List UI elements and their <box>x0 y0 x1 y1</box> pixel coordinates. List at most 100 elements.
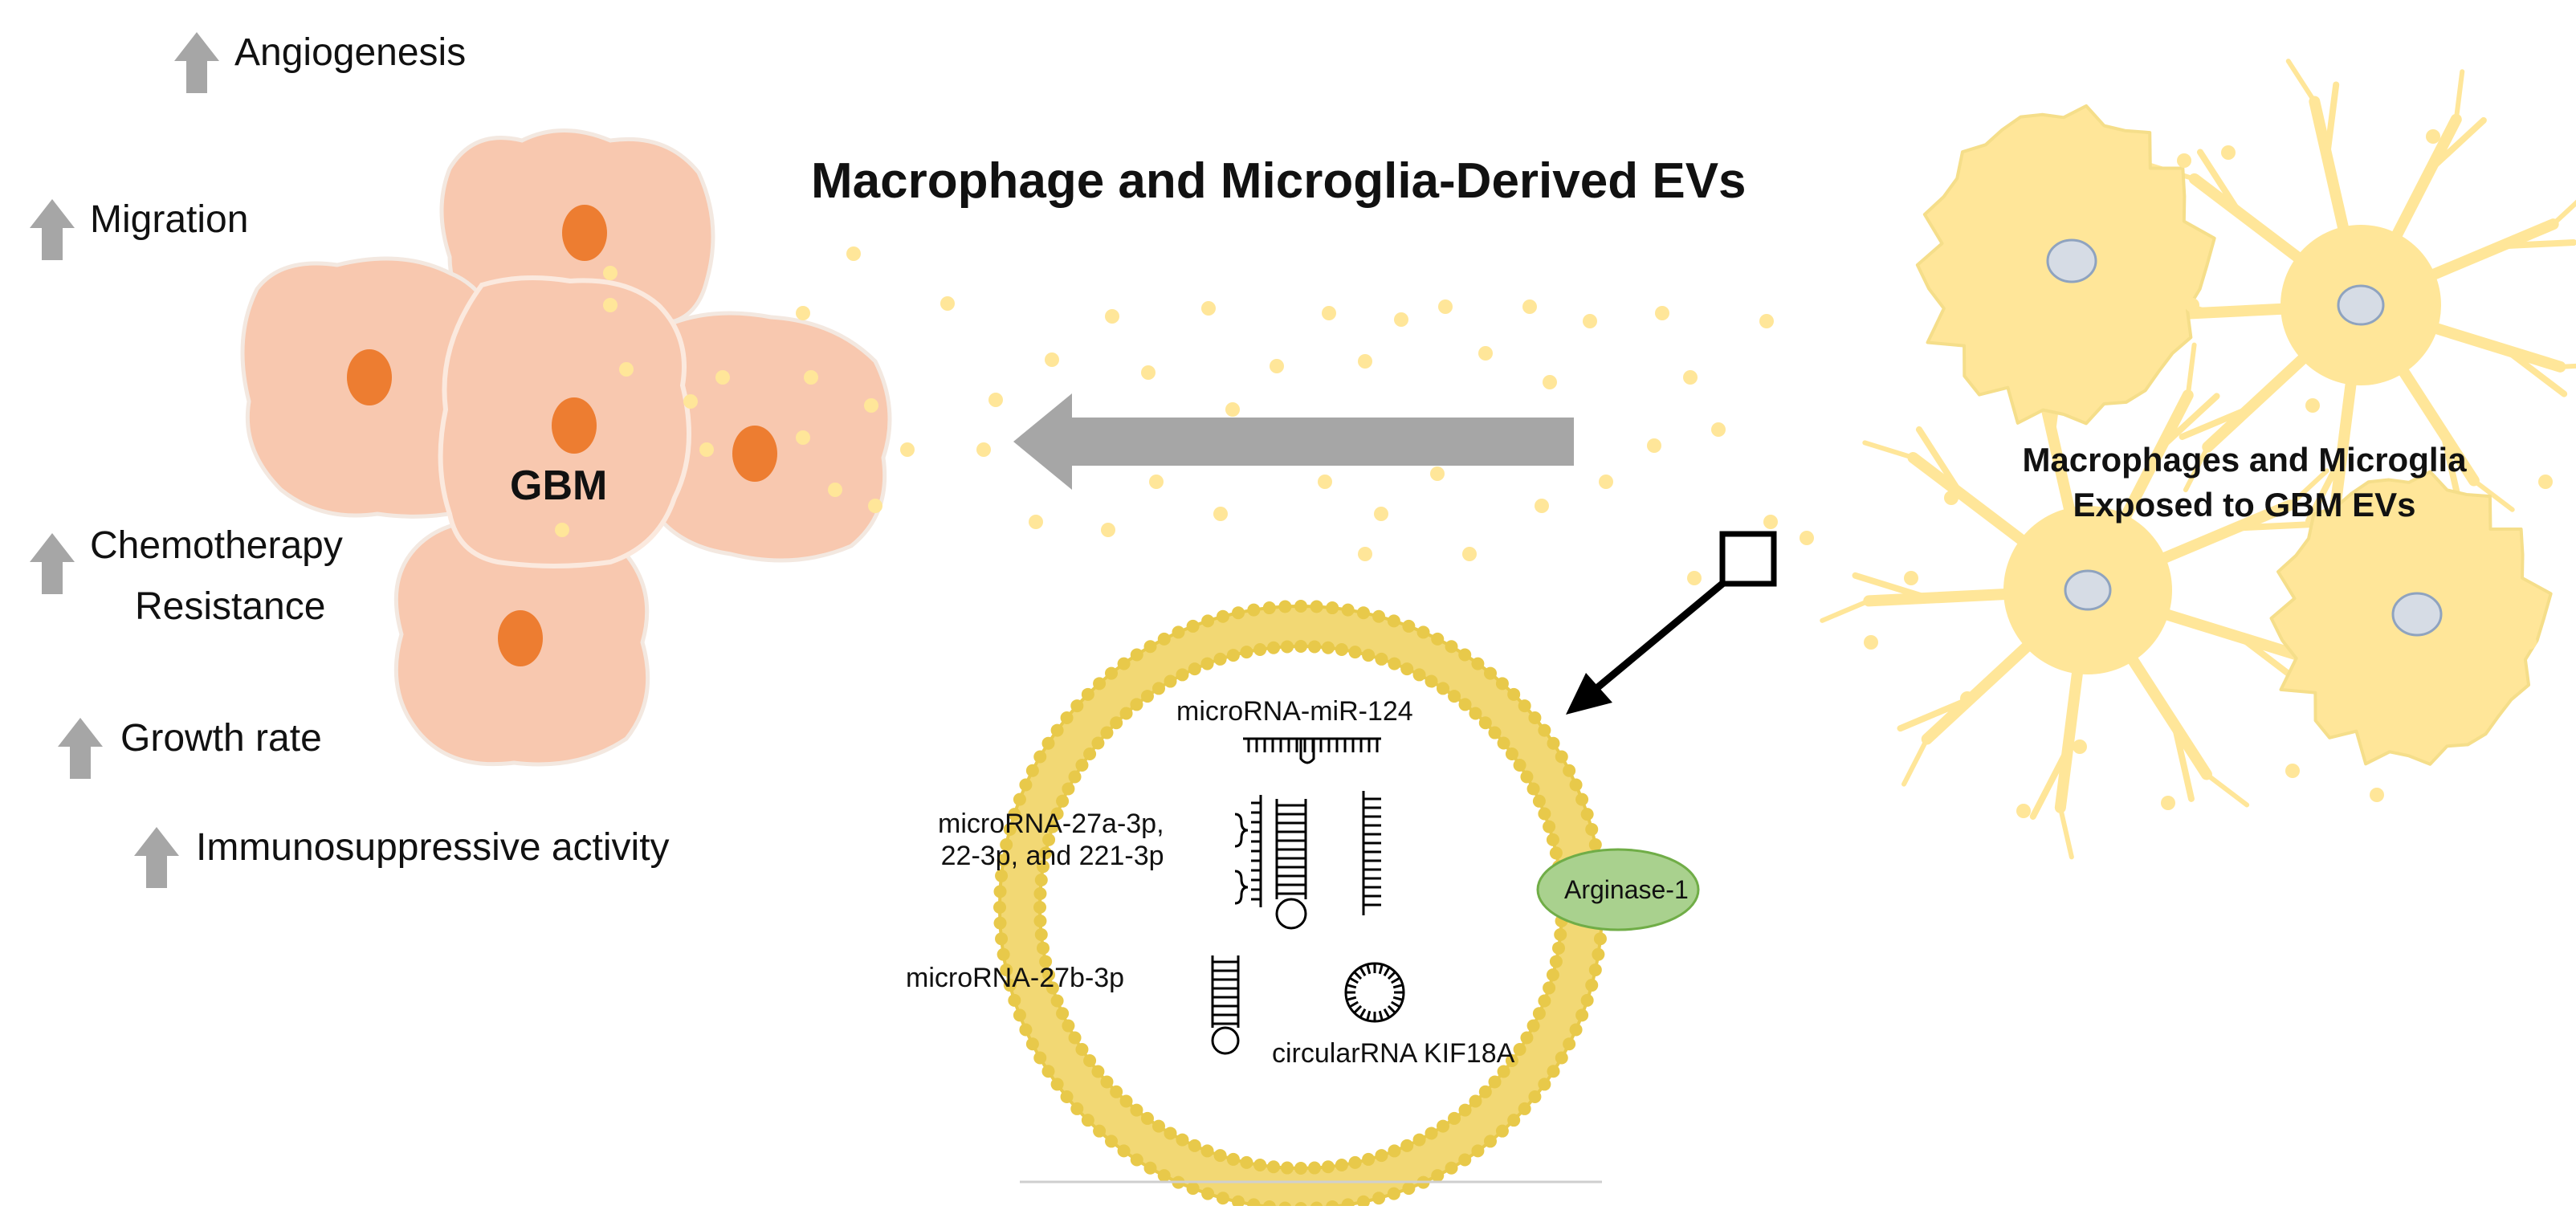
ev-dot <box>1270 359 1284 373</box>
membrane-head-outer <box>1563 764 1576 777</box>
macrophage-nucleus <box>2046 238 2097 283</box>
circrna-base <box>1383 1008 1391 1018</box>
membrane-head-inner <box>1549 846 1563 860</box>
membrane-head-inner <box>1348 646 1362 659</box>
membrane-head-outer <box>993 916 1007 930</box>
membrane-head-inner <box>1151 682 1165 695</box>
figure-title: Macrophage and Microglia-Derived EVs <box>811 153 1747 209</box>
rna-glyphs <box>1211 737 1405 1055</box>
zoom-box <box>1719 531 1777 587</box>
membrane-head-outer <box>1216 1192 1229 1205</box>
ev-dot <box>1318 475 1332 489</box>
membrane-head-inner <box>1294 640 1307 653</box>
membrane-head-outer <box>1232 1195 1245 1208</box>
ev-dot <box>828 483 842 497</box>
ev-dot <box>1225 402 1240 417</box>
membrane-head-inner <box>1200 1144 1214 1158</box>
membrane-head-inner <box>1388 657 1401 670</box>
microglia-cell <box>2105 59 2576 562</box>
membrane-head-inner <box>1034 927 1048 941</box>
membrane-head-outer <box>1278 600 1292 613</box>
membrane-head-outer <box>1117 1144 1131 1158</box>
microglia-branch <box>2171 721 2195 802</box>
membrane-head-outer <box>1008 993 1021 1007</box>
membrane-head-outer <box>1093 1124 1107 1138</box>
membrane-head-outer <box>1326 601 1339 615</box>
membrane-head-outer <box>1033 750 1047 764</box>
effect-growth-rate: Growth rate <box>120 717 322 760</box>
membrane-head-outer <box>1186 619 1200 633</box>
membrane-head-inner <box>1140 690 1154 703</box>
membrane-head-outer <box>1588 963 1602 976</box>
label-circrna: circularRNA KIF18A <box>1272 1038 1515 1069</box>
microglia-branch <box>2203 772 2250 808</box>
ev-dot <box>1149 475 1164 489</box>
ev-dot <box>2285 764 2300 778</box>
microglia-branch <box>2057 805 2074 860</box>
arginase-protein <box>1536 848 1700 931</box>
membrane-head-inner <box>1469 1094 1482 1108</box>
ev-dot <box>796 306 810 320</box>
membrane-head-outer <box>1507 1114 1521 1127</box>
membrane-head-outer <box>1588 838 1602 852</box>
membrane-head-inner <box>1130 698 1143 711</box>
membrane-head-outer <box>1019 1023 1033 1037</box>
membrane-head-outer <box>1585 979 1599 992</box>
ev-dot <box>715 370 730 385</box>
membrane-head-outer <box>1013 1008 1026 1022</box>
membrane-head-inner <box>1532 1007 1546 1021</box>
microglia-branch <box>1915 426 1964 497</box>
ev-dot <box>2073 739 2087 754</box>
label-arginase: Arginase-1 <box>1564 875 1689 904</box>
membrane-head-outer <box>1216 609 1229 623</box>
membrane-head-outer <box>1294 600 1307 613</box>
membrane-head-outer <box>1580 808 1594 821</box>
membrane-head-outer <box>1025 1037 1039 1051</box>
membrane-head-outer <box>1060 1090 1074 1103</box>
microglia-branch <box>1897 695 1974 732</box>
membrane-head-inner <box>1045 820 1059 833</box>
membrane-head-outer <box>1105 666 1119 680</box>
membrane-head-outer <box>1201 1187 1215 1200</box>
zoom-arrow-shaft <box>1592 581 1725 694</box>
membrane-head-outer <box>1593 932 1607 946</box>
effect-immunosuppressive: Immunosuppressive activity <box>196 826 670 869</box>
membrane-head-outer <box>995 932 1009 946</box>
ev-dot <box>2016 804 2031 818</box>
membrane-head-inner <box>1075 758 1089 772</box>
membrane-head-inner <box>1226 1152 1240 1166</box>
membrane-head-outer <box>1431 1169 1445 1183</box>
membrane-head-inner <box>1226 649 1240 662</box>
membrane-head-inner <box>1240 646 1253 659</box>
circrna-base <box>1366 964 1372 975</box>
membrane-head-outer <box>1563 1037 1576 1051</box>
membrane-head-inner <box>1543 820 1556 833</box>
circrna-base <box>1392 984 1404 989</box>
gbm-nucleus <box>562 205 607 261</box>
membrane-head-outer <box>1507 687 1521 701</box>
membrane-head-inner <box>1119 707 1133 720</box>
membrane-head-inner <box>1520 1031 1534 1045</box>
membrane-head-inner <box>1448 1111 1461 1125</box>
membrane-head-inner <box>1505 1054 1518 1068</box>
myeloid-cells <box>1820 59 2576 860</box>
membrane-head-inner <box>1469 707 1482 720</box>
membrane-head-inner <box>1213 1149 1227 1163</box>
membrane-head-inner <box>1033 886 1047 900</box>
membrane-head-inner <box>1200 657 1214 670</box>
membrane-head-inner <box>1151 1119 1165 1133</box>
membrane-head-outer <box>1201 614 1215 628</box>
membrane-head-inner <box>1188 662 1201 676</box>
membrane-head-outer <box>1387 1187 1400 1200</box>
myeloid-cells-label: Macrophages and Microglia Exposed to GBM… <box>1931 438 2558 528</box>
membrane-head-inner <box>1505 747 1518 760</box>
bracket-mir221 <box>1234 870 1249 905</box>
microglia-branch <box>2158 393 2220 451</box>
membrane-head-outer <box>1186 1182 1200 1196</box>
membrane-head-inner <box>1546 833 1559 846</box>
membrane-head-outer <box>1555 1051 1568 1065</box>
ev-dot <box>796 430 810 445</box>
membrane-head-outer <box>1143 1161 1157 1175</box>
microglia-branch <box>2453 69 2465 122</box>
